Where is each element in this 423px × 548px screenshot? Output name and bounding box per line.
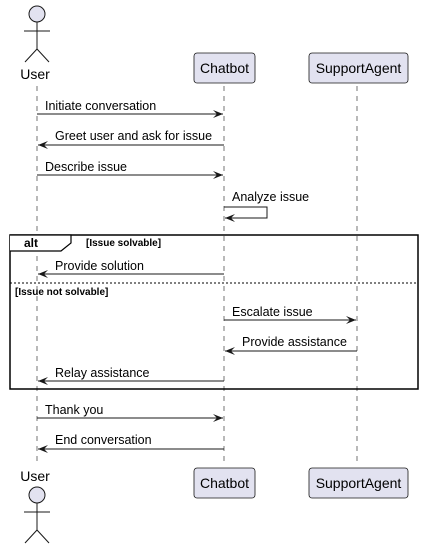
message-label: Provide solution <box>55 259 144 273</box>
alt-guard-solvable: [Issue solvable] <box>86 238 161 249</box>
message-initiate-conversation: Initiate conversation <box>37 99 223 118</box>
message-label: Analyze issue <box>232 190 309 204</box>
message-describe-issue: Describe issue <box>37 160 223 179</box>
message-label: Thank you <box>45 403 103 417</box>
actor-label-user-bottom: User <box>20 468 50 484</box>
actor-head <box>28 486 46 504</box>
message-analyze-issue: Analyze issue <box>224 190 309 222</box>
participant-label-chatbot-top: Chatbot <box>200 60 249 76</box>
participant-label-agent-bottom: SupportAgent <box>316 475 402 491</box>
actor-user-bottom: User <box>20 468 50 544</box>
message-provide-solution: Provide solution <box>38 259 224 278</box>
alt-fragment: alt [Issue solvable] [Issue not solvable… <box>9 234 419 390</box>
message-greet-user: Greet user and ask for issue <box>38 129 224 149</box>
actor-label-user-top: User <box>20 66 50 82</box>
actor-head <box>28 5 46 23</box>
message-label: Greet user and ask for issue <box>55 129 212 143</box>
actor-user-top: User <box>20 5 50 82</box>
participant-chatbot-bottom: Chatbot <box>193 467 256 499</box>
participant-label-chatbot-bottom: Chatbot <box>200 475 249 491</box>
message-label: End conversation <box>55 433 152 447</box>
message-label: Provide assistance <box>242 335 347 349</box>
message-label: Describe issue <box>45 160 127 174</box>
alt-guard-not-solvable: [Issue not solvable] <box>15 287 108 298</box>
message-label: Escalate issue <box>232 305 313 319</box>
participant-label-agent-top: SupportAgent <box>316 60 402 76</box>
message-relay-assistance: Relay assistance <box>38 366 224 385</box>
participant-agent-bottom: SupportAgent <box>308 467 409 499</box>
message-end-conversation: End conversation <box>38 433 224 453</box>
participant-chatbot-top: Chatbot <box>193 52 256 84</box>
message-label: Relay assistance <box>55 366 150 380</box>
alt-keyword: alt <box>24 236 38 250</box>
message-thank-you: Thank you <box>37 403 223 422</box>
message-escalate-issue: Escalate issue <box>224 305 356 324</box>
message-label: Initiate conversation <box>45 99 156 113</box>
participant-agent-top: SupportAgent <box>308 52 409 84</box>
message-provide-assistance: Provide assistance <box>225 335 357 355</box>
